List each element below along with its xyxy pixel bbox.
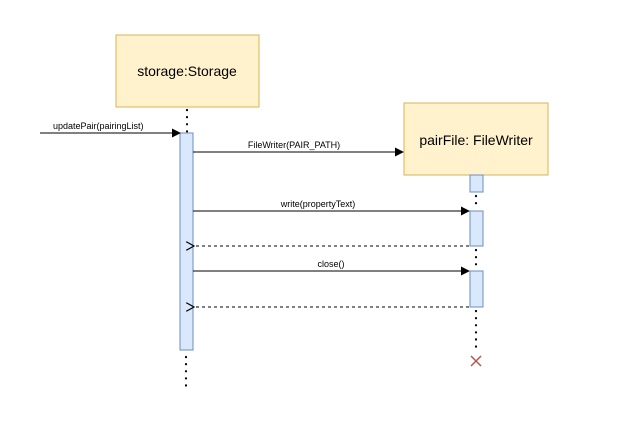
storage-participant-box (115, 34, 260, 108)
message-filewriter-constructor: FileWriter(PAIR_PATH) (193, 140, 404, 157)
write-label: write(propertyText) (280, 199, 356, 209)
close-label: close() (317, 259, 344, 269)
pairfile-close-activation (469, 270, 484, 308)
pairfile-lifeline: pairFile: FileWriter (403, 102, 549, 367)
message-close: close() (193, 259, 470, 276)
pairfile-creation-activation (469, 174, 484, 193)
pairfile-write-activation (469, 210, 484, 247)
pairfile-participant-box (403, 102, 549, 176)
update-pair-label: updatePair(pairingList) (53, 121, 144, 131)
pairfile-participant-title: pairFile: FileWriter (419, 132, 533, 148)
destroy-x-icon (470, 355, 482, 367)
storage-participant-title: storage:Storage (137, 63, 237, 79)
storage-lifeline: storage:Storage (115, 34, 260, 392)
storage-activation-bar (179, 132, 194, 351)
message-update-pair: updatePair(pairingList) (40, 121, 181, 138)
filewriter-constructor-label: FileWriter(PAIR_PATH) (248, 140, 340, 150)
message-write: write(propertyText) (193, 199, 470, 216)
